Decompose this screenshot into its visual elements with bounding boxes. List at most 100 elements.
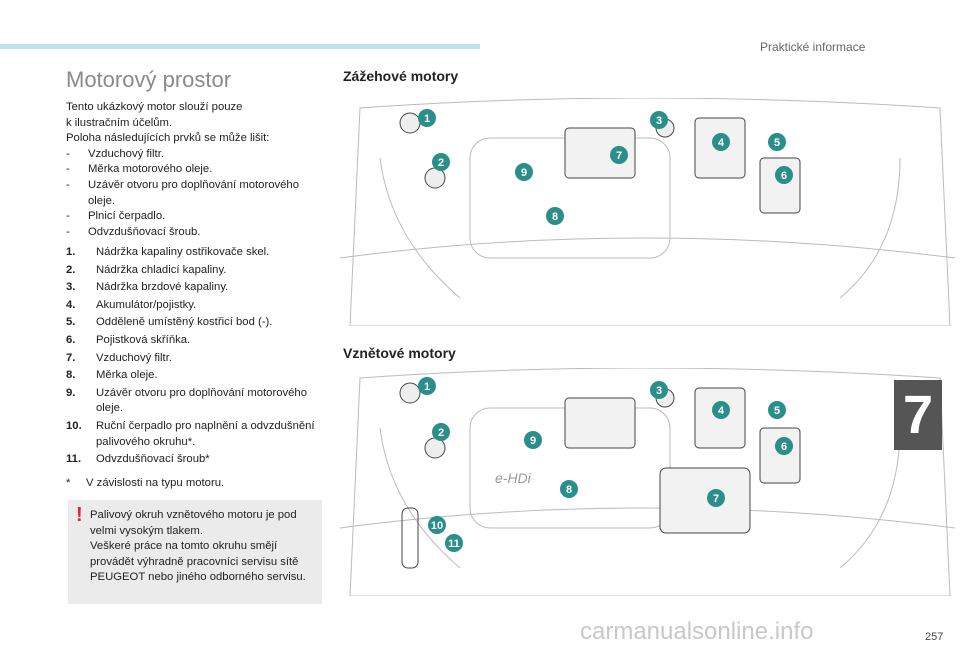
intro-text: Tento ukázkový motor slouží pouze k ilus… xyxy=(66,100,326,240)
bay-lines xyxy=(340,157,955,299)
callout-11: 11 xyxy=(445,534,463,552)
intro-line: k ilustračním účelům. xyxy=(66,116,173,129)
legend-item: 1.Nádržka kapaliny ostřikovače skel. xyxy=(66,245,328,261)
intro-item: -Vzduchový filtr. xyxy=(66,147,164,160)
intro-line: Tento ukázkový motor slouží pouze xyxy=(66,101,243,113)
warning-text: Palivový okruh vznětového motoru je pod … xyxy=(90,509,297,537)
legend-item: 7.Vzduchový filtr. xyxy=(66,351,328,367)
callout-3: 3 xyxy=(650,111,668,129)
callout-marker xyxy=(768,133,786,151)
footnote: *V závislosti na typu motoru. xyxy=(66,477,225,489)
callout-marker xyxy=(650,111,668,129)
callout-6: 6 xyxy=(775,166,793,184)
legend-number: 10. xyxy=(66,419,82,432)
intro-line: Poloha následujících prvků se může lišit… xyxy=(66,132,270,145)
callout-number: 5 xyxy=(774,405,780,417)
callout-marker xyxy=(432,423,450,441)
callout-9: 9 xyxy=(515,163,533,181)
callout-number: 1 xyxy=(424,113,430,125)
air-filter xyxy=(564,127,636,179)
warning-box: ! Palivový okruh vznětového motoru je po… xyxy=(68,500,322,604)
legend-item: 2.Nádržka chladicí kapaliny. xyxy=(66,263,328,279)
legend-text: Odděleně umístěný kostřicí bod (-). xyxy=(96,316,273,329)
watermark: carmanualsonline.info xyxy=(580,618,814,645)
intro-item: -Plnicí čerpadlo. xyxy=(66,210,166,223)
warning-text: Veškeré práce na tomto okruhu smějí prov… xyxy=(90,540,306,584)
legend-text: Měrka oleje. xyxy=(96,369,158,382)
callout-marker xyxy=(650,381,668,399)
legend-text: Nádržka brzdové kapaliny. xyxy=(96,281,229,294)
chapter-tab[interactable]: 7 xyxy=(894,380,942,450)
component-legend: 1.Nádržka kapaliny ostřikovače skel. 2.Ná… xyxy=(66,245,328,470)
callout-number: 2 xyxy=(438,157,444,169)
hand-pump xyxy=(401,507,419,569)
legend-item: 11. Odvzdušňovací šroub* xyxy=(66,452,328,468)
callout-marker xyxy=(445,534,463,552)
callout-4: 4 xyxy=(712,401,730,419)
callout-2: 2 xyxy=(432,423,450,441)
legend-item: 8. Měrka oleje. xyxy=(66,368,328,384)
engine-bay-outline xyxy=(349,368,951,596)
callout-10: 10 xyxy=(428,516,446,534)
callout-marker xyxy=(432,153,450,171)
callout-marker xyxy=(418,377,436,395)
intro-item: -Odvzdušňovací šroub. xyxy=(66,225,201,238)
legend-text: Ruční čerpadlo pro naplnění a odvzdušněn… xyxy=(96,419,315,448)
legend-text: Akumulátor/pojistky. xyxy=(96,298,197,311)
callout-number: 8 xyxy=(552,211,558,223)
callout-marker xyxy=(775,437,793,455)
intro-item: -Měrka motorového oleje. xyxy=(66,163,213,176)
legend-number: 3. xyxy=(66,281,76,294)
legend-number: 8. xyxy=(66,369,76,382)
legend-item: 3. Nádržka brzdové kapaliny. xyxy=(66,280,328,296)
engine-bay-outline xyxy=(349,98,951,326)
petrol-engines-heading: Zážehové motory xyxy=(343,68,459,84)
callout-number: 8 xyxy=(566,484,572,496)
callout-7: 7 xyxy=(610,146,628,164)
legend-number: 7. xyxy=(66,351,76,364)
callout-4: 4 xyxy=(712,133,730,151)
callout-marker xyxy=(428,516,446,534)
callout-1: 1 xyxy=(418,109,436,127)
callout-6: 6 xyxy=(775,437,793,455)
callout-marker xyxy=(560,480,578,498)
callout-marker xyxy=(712,401,730,419)
legend-text: Uzávěr otvoru pro doplňování motorového … xyxy=(96,386,307,415)
callout-2: 2 xyxy=(432,153,450,171)
legend-text: Nádržka chladicí kapaliny. xyxy=(96,263,227,276)
intro-item: -Uzávěr otvoru pro doplňování motorového… xyxy=(66,178,299,207)
callout-1: 1 xyxy=(418,377,436,395)
fuse-box xyxy=(759,157,801,214)
legend-item: 4.Akumulátor/pojistky. xyxy=(66,298,328,314)
page-number: 257 xyxy=(925,631,944,643)
washer-reservoir xyxy=(399,382,421,404)
fuse-box xyxy=(759,427,801,484)
callout-marker xyxy=(418,109,436,127)
header-accent-bar xyxy=(0,44,480,49)
callout-5: 5 xyxy=(768,401,786,419)
callout-marker xyxy=(546,207,564,225)
callout-number: 7 xyxy=(713,493,719,505)
legend-text: Odvzdušňovací šroub* xyxy=(96,453,210,466)
callout-number: 10 xyxy=(431,520,443,532)
coolant-reservoir xyxy=(424,437,446,459)
coolant-reservoir xyxy=(424,167,446,189)
callout-marker xyxy=(712,133,730,151)
callout-number: 2 xyxy=(438,427,444,439)
callout-number: 7 xyxy=(616,150,622,162)
warning-icon: ! xyxy=(76,504,83,526)
callout-number: 1 xyxy=(424,381,430,393)
callout-number: 3 xyxy=(656,115,662,127)
legend-item: 10. Ruční čerpadlo pro naplnění a odvzduš… xyxy=(66,419,328,450)
legend-number: 11. xyxy=(66,453,82,466)
callout-3: 3 xyxy=(650,381,668,399)
callout-marker xyxy=(707,489,725,507)
callout-number: 9 xyxy=(530,435,536,447)
callout-number: 6 xyxy=(781,441,787,453)
section-header: Praktické informace xyxy=(760,40,866,54)
callout-number: 4 xyxy=(718,405,725,417)
legend-number: 1. xyxy=(66,246,76,258)
legend-number: 6. xyxy=(66,333,76,346)
